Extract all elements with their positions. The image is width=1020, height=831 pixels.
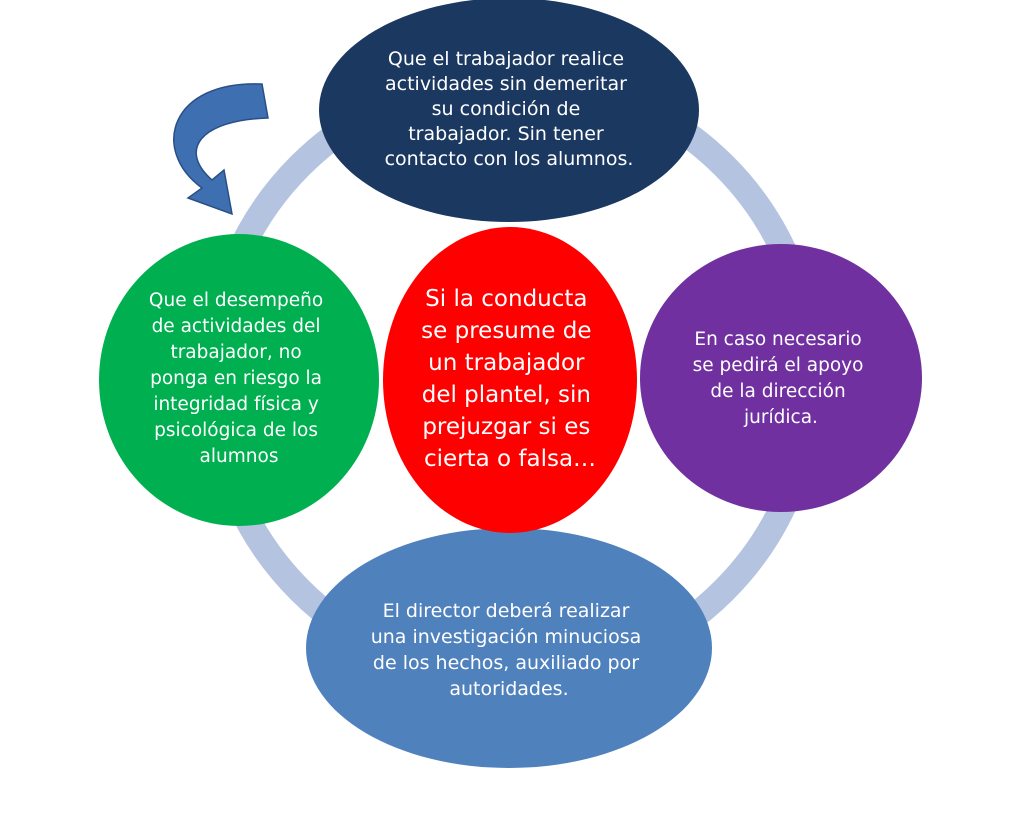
node-center-line: del plantel, sin xyxy=(422,382,591,408)
node-center-line: se presume de xyxy=(421,318,591,344)
node-top: Que el trabajador realice actividades si… xyxy=(319,0,699,222)
node-left-line: de actividades del xyxy=(152,316,321,337)
node-right-line: jurídica. xyxy=(743,407,818,428)
node-bottom-text: El director deberá realizar una investig… xyxy=(371,600,648,700)
node-left-line: integridad física y xyxy=(153,394,319,415)
node-bottom-line: de los hechos, auxiliado por xyxy=(373,652,639,674)
node-left-line: alumnos xyxy=(200,446,279,467)
node-left-text: Que el desempeño de actividades del trab… xyxy=(149,290,329,467)
node-center-line: un trabajador xyxy=(428,350,585,376)
node-top-line: su condición de xyxy=(432,98,581,120)
node-center-ellipse xyxy=(383,227,637,533)
node-right-ellipse xyxy=(640,244,922,512)
node-top-ellipse xyxy=(319,0,699,222)
node-top-line: trabajador. Sin tener xyxy=(408,123,604,145)
node-top-text: Que el trabajador realice actividades si… xyxy=(385,48,634,170)
node-center-line: prejuzgar si es xyxy=(422,414,590,440)
node-left-line: Que el desempeño xyxy=(149,290,323,311)
curved-arrow-icon xyxy=(173,83,269,216)
node-top-line: actividades sin demeritar xyxy=(385,73,627,95)
node-left-ellipse xyxy=(99,234,379,526)
node-bottom: El director deberá realizar una investig… xyxy=(306,528,712,768)
node-right: En caso necesario se pedirá el apoyo de … xyxy=(640,244,922,512)
node-bottom-line: autoridades. xyxy=(449,678,568,700)
node-right-text: En caso necesario se pedirá el apoyo de … xyxy=(693,329,870,428)
node-top-line: contacto con los alumnos. xyxy=(385,148,634,170)
node-left-line: psicológica de los xyxy=(154,420,318,441)
node-bottom-ellipse xyxy=(306,528,712,768)
node-left-line: trabajador, no xyxy=(170,342,301,363)
node-left: Que el desempeño de actividades del trab… xyxy=(99,234,379,526)
node-center-text: Si la conducta se presume de un trabajad… xyxy=(421,286,599,472)
node-top-line: Que el trabajador realice xyxy=(388,48,624,70)
node-center-line: cierta o falsa… xyxy=(424,446,596,472)
node-center: Si la conducta se presume de un trabajad… xyxy=(383,227,637,533)
node-left-line: ponga en riesgo la xyxy=(150,368,322,389)
node-bottom-line: una investigación minuciosa xyxy=(371,626,642,648)
node-right-line: de la dirección xyxy=(710,381,845,402)
node-center-line: Si la conducta xyxy=(425,286,587,312)
node-bottom-line: El director deberá realizar xyxy=(383,600,630,622)
node-right-line: se pedirá el apoyo xyxy=(693,355,864,376)
node-right-line: En caso necesario xyxy=(694,329,861,350)
